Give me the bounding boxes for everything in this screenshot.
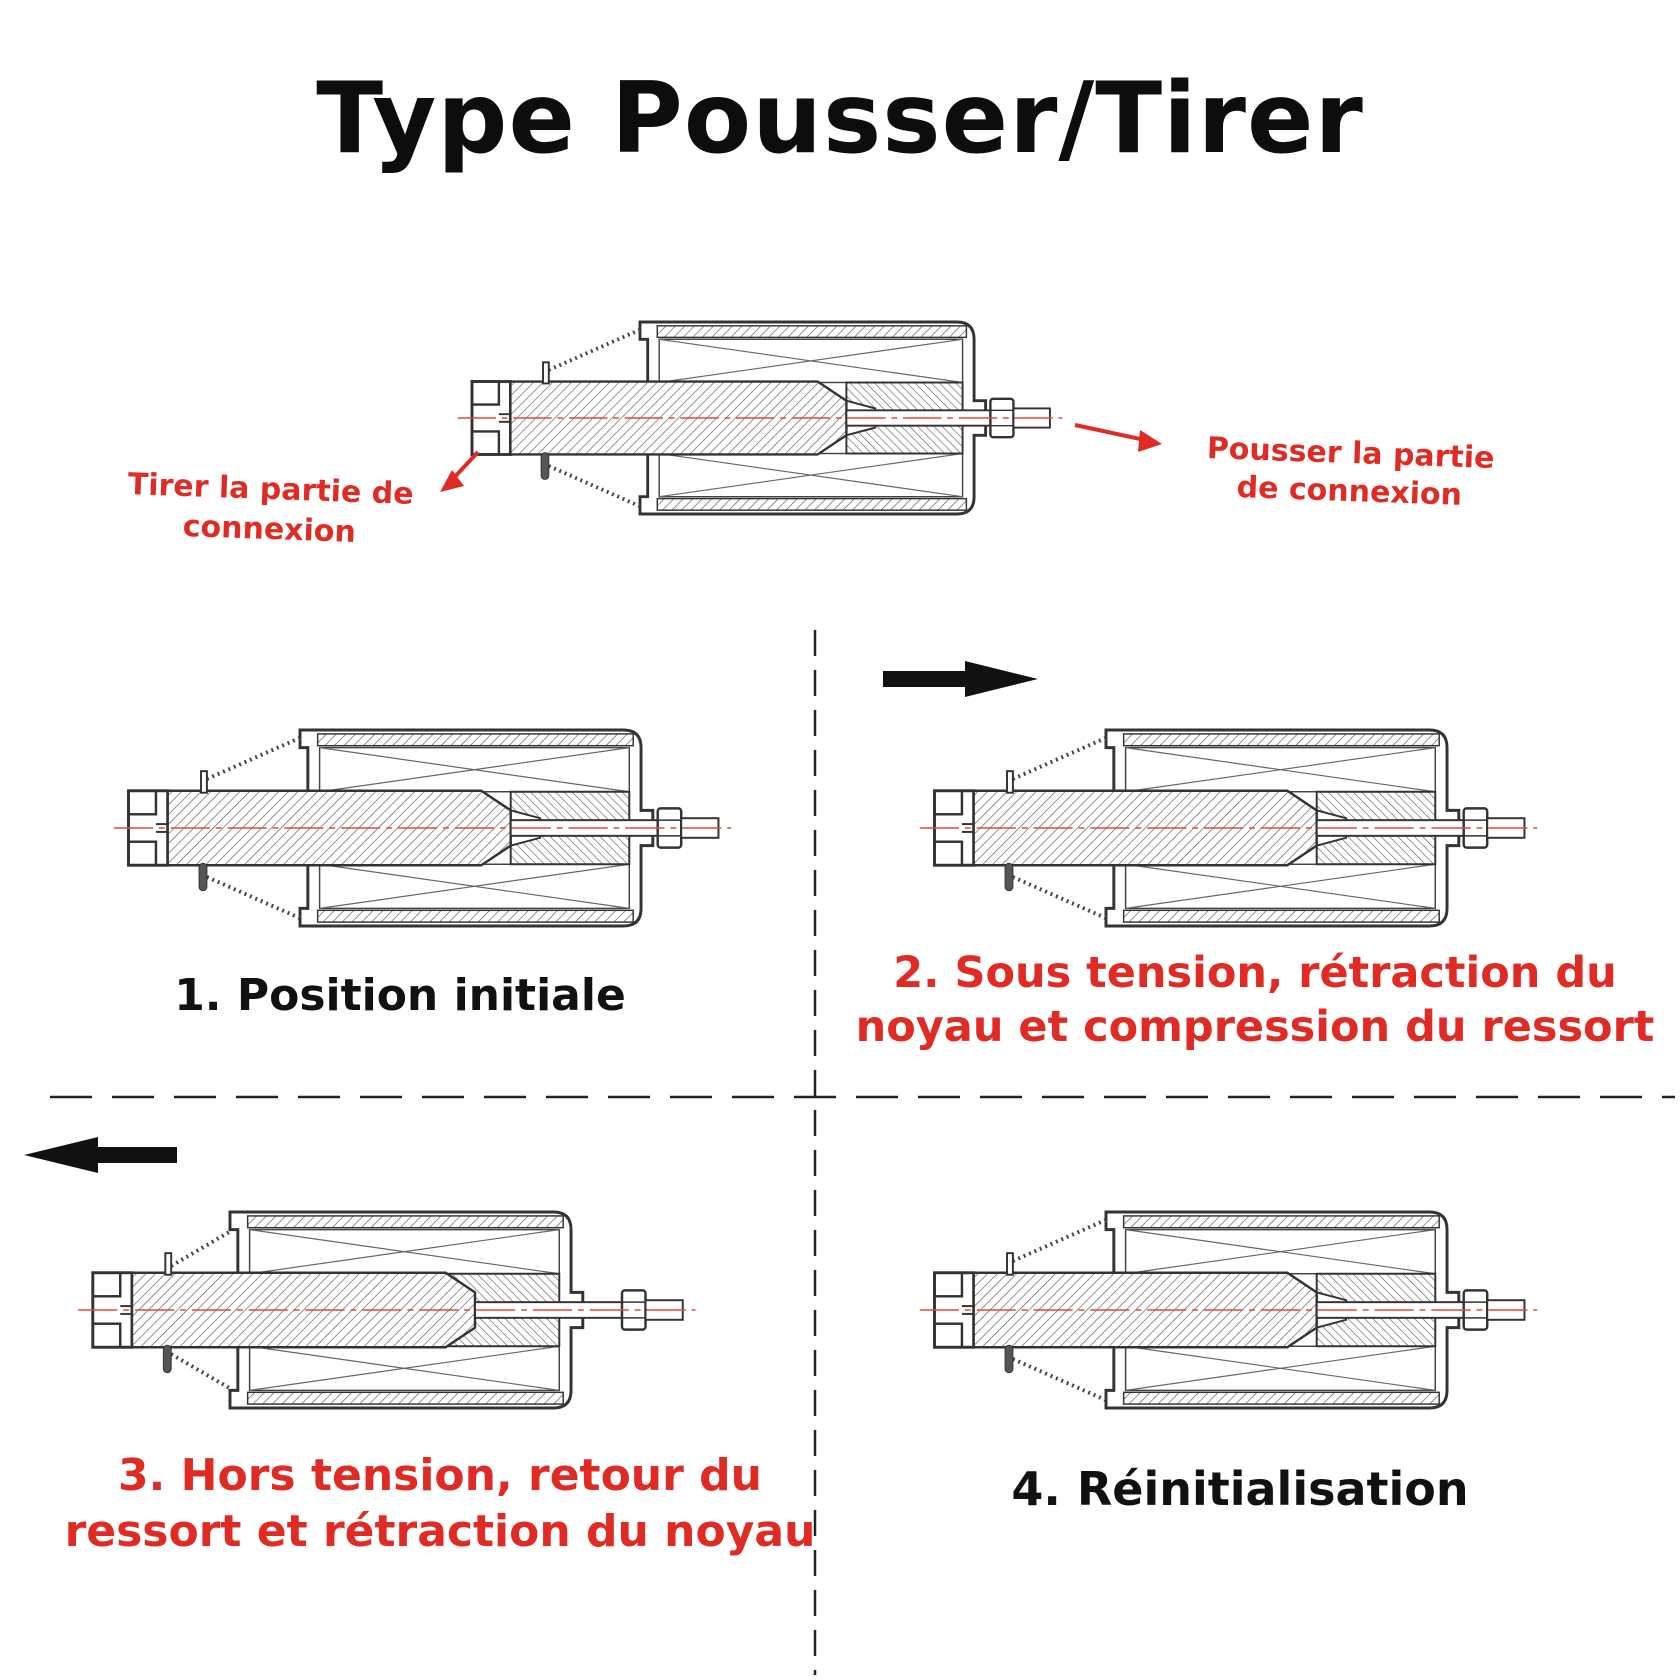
push-connection-label: Pousser la partie de connexion: [1206, 431, 1496, 513]
solenoid-step-1: [112, 728, 733, 928]
solenoid-step-2: [918, 728, 1539, 928]
step-3-caption: 3. Hors tension, retour du ressort et ré…: [64, 1450, 816, 1557]
page-title: Type Pousser/Tirer: [316, 62, 1364, 176]
solenoid-step-4: [918, 1210, 1539, 1410]
solenoid-overview: [456, 320, 1064, 516]
step-4-caption: 4. Réinitialisation: [1011, 1462, 1469, 1516]
arrow-left-icon: [24, 1137, 177, 1173]
step-1-caption: 1. Position initiale: [174, 970, 626, 1021]
solenoid-step-3: [76, 1210, 697, 1410]
step-2-caption: 2. Sous tension, rétraction du noyau et …: [855, 948, 1655, 1052]
pull-connection-label: Tirer la partie de connexion: [127, 467, 415, 550]
push-arrow: [1074, 423, 1162, 452]
pull-arrow: [440, 450, 480, 492]
arrow-right-icon: [883, 661, 1038, 697]
